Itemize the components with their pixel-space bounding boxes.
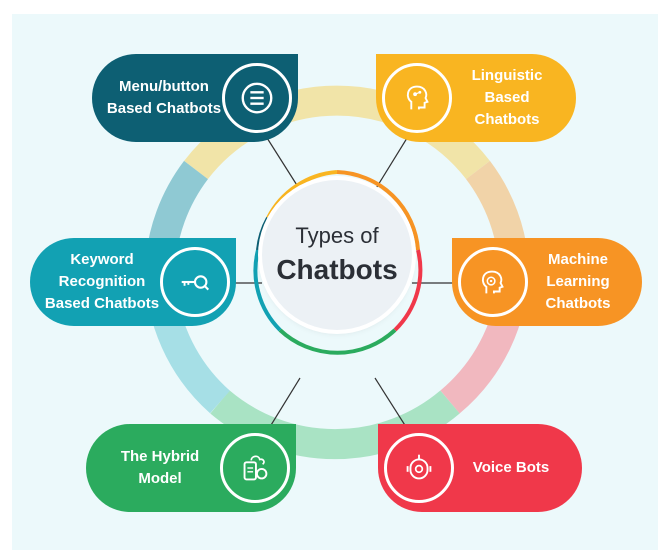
node-label: The Hybrid Model [120,448,200,487]
node-label: Menu/button Based Chatbots [106,78,222,117]
node-menu-button-chatbots: Menu/button Based Chatbots [92,54,298,142]
node-hybrid-model: The Hybrid Model [86,424,296,512]
node-voice-bots: Voice Bots [378,424,582,512]
node-label: Voice Bots [472,459,550,476]
node-label: Linguistic Based Chatbots [471,67,543,128]
node-linguistic-chatbots: Linguistic Based Chatbots [376,54,576,142]
node-label: Keyword Recognition Based Chatbots [44,251,160,312]
robot-voice-icon [384,433,454,503]
node-label: Machine Learning Chatbots [545,251,611,312]
center-circle: Types of Chatbots [262,180,412,330]
center-title-line1: Types of [295,223,379,248]
menu-list-icon [222,63,292,133]
key-search-icon [160,247,230,317]
connector-bottom-right [374,377,409,431]
ai-head-icon [458,247,528,317]
node-keyword-recognition-chatbots: Keyword Recognition Based Chatbots [30,238,236,326]
hybrid-device-icon [220,433,290,503]
ring-arc-bottom [210,390,460,460]
brain-head-icon [382,63,452,133]
connector-top-left [261,129,301,191]
connector-top-right [374,129,413,191]
connector-bottom-left [267,377,301,431]
center-title-line2: Chatbots [276,254,398,285]
node-machine-learning-chatbots: Machine Learning Chatbots [452,238,642,326]
